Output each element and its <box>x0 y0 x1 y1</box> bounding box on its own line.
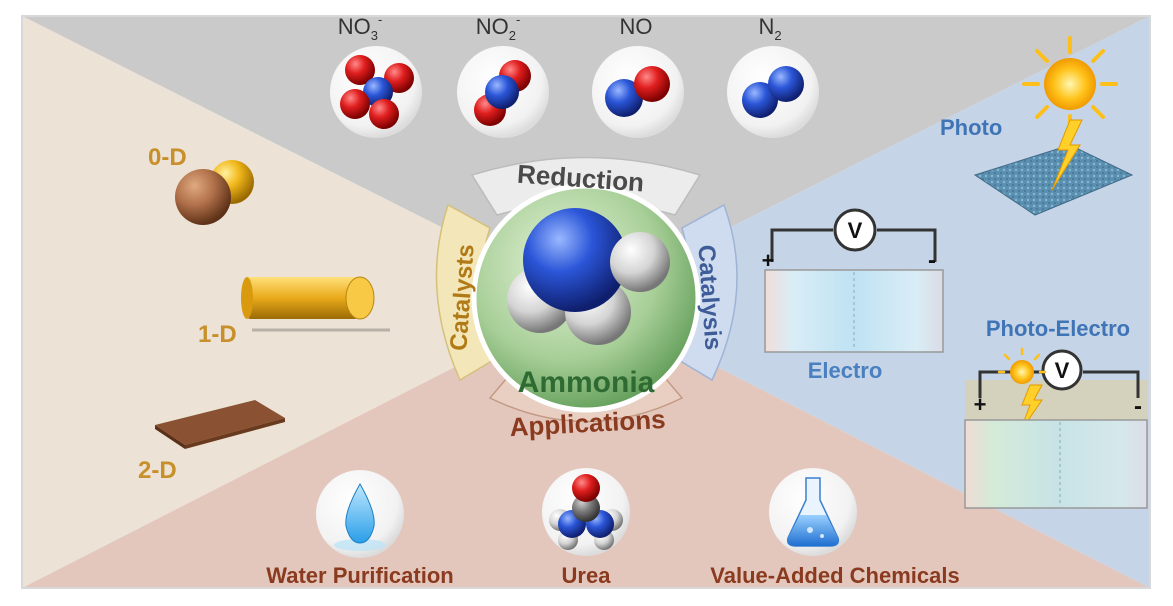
label-no3: NO3- <box>338 12 383 43</box>
frame-border <box>21 15 1151 589</box>
molecule-n2 <box>727 46 819 138</box>
sun-icon-small <box>997 347 1047 384</box>
label-no: NO <box>620 14 653 39</box>
bottom-panel <box>22 300 1150 588</box>
flask-icon <box>769 468 857 556</box>
label-n2: N2 <box>758 14 781 43</box>
zero-d-particles <box>175 160 254 225</box>
lightning-bolt-icon <box>1051 119 1083 191</box>
sun-icon <box>1022 36 1118 132</box>
voltmeter-icon <box>833 208 877 252</box>
voltmeter-label-2: V <box>1055 358 1070 383</box>
electro-minus: - <box>928 247 936 274</box>
urea-label: Urea <box>562 563 612 588</box>
photo-electro-label: Photo-Electro <box>986 316 1130 341</box>
voltmeter-label: V <box>848 218 863 243</box>
molecule-no2 <box>457 46 549 138</box>
one-d-nanorod <box>241 276 390 332</box>
electro-label: Electro <box>808 358 883 383</box>
photo-electro-plus: + <box>974 392 987 417</box>
photo-electro-minus: - <box>1134 393 1142 420</box>
two-d-sheet <box>155 400 285 449</box>
photo-electro-cell: V + - <box>964 347 1148 509</box>
value-added-chemicals-label: Value-Added Chemicals <box>710 563 959 588</box>
water-purification-label: Water Purification <box>266 563 453 588</box>
ammonia-molecule <box>507 208 670 345</box>
two-d-label: 2-D <box>138 457 177 484</box>
photo-catalyst-sheet <box>973 144 1134 216</box>
photo-label: Photo <box>940 115 1002 140</box>
one-d-label: 1-D <box>198 321 237 348</box>
urea-molecule <box>542 468 630 556</box>
electro-plus: + <box>762 248 775 273</box>
zero-d-label: 0-D <box>148 144 187 171</box>
molecule-no <box>592 46 684 138</box>
molecule-no3 <box>330 46 422 138</box>
ammonia-label: Ammonia <box>518 366 655 399</box>
voltmeter-icon-2 <box>1041 349 1083 391</box>
water-drop-icon <box>316 470 404 558</box>
label-no2: NO2- <box>476 12 521 43</box>
electro-cell: V + - <box>762 208 944 353</box>
